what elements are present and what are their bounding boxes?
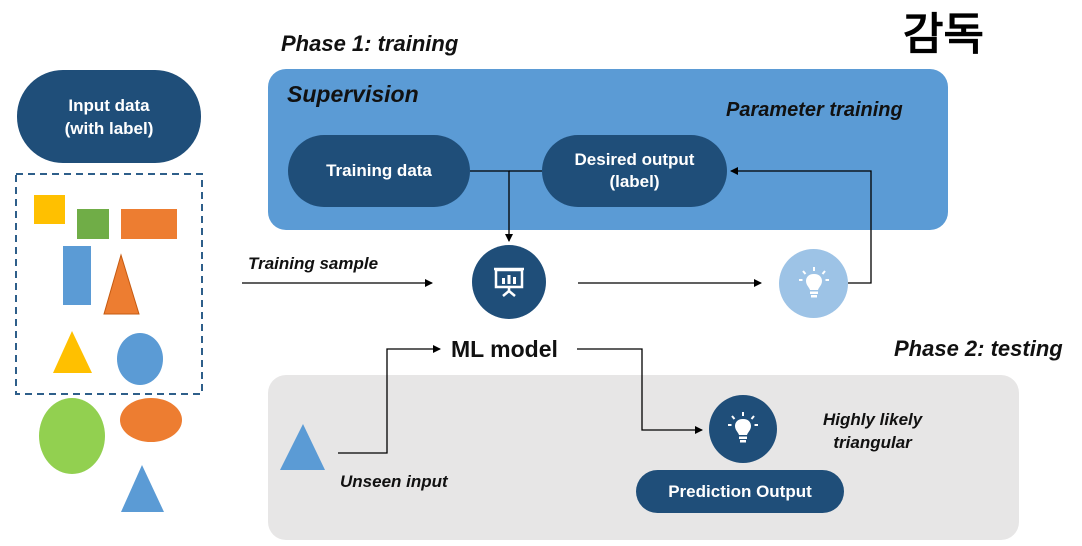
lightgreen-circle-shape: [39, 398, 105, 474]
prediction-bulb-circle: [709, 395, 777, 463]
input-samples-dashed-box: [15, 173, 203, 395]
ml-model-circle: [472, 245, 546, 319]
training-data-pill: Training data: [288, 135, 470, 207]
supervision-to-ml-arrow: [470, 170, 513, 242]
orange-ellipse-shape: [120, 398, 182, 442]
orange-triangle-shape: [103, 253, 140, 315]
yellow-square-shape: [34, 195, 65, 224]
blue-circle-shape: [117, 333, 163, 385]
orange-rectangle-shape: [121, 209, 177, 239]
green-square-shape: [77, 209, 109, 239]
prediction-result-label: Highly likely triangular: [823, 410, 923, 452]
blue-triangle-shape: [121, 465, 164, 512]
feedback-arrow: [730, 167, 872, 284]
parameter-training-label: Parameter training: [726, 99, 903, 121]
supervision-title: Supervision: [287, 81, 419, 107]
desired-output-pill: Desired output (label): [542, 135, 727, 207]
testing-box: [268, 375, 1019, 540]
presentation-chart-icon: [494, 267, 524, 297]
lightbulb-icon: [728, 412, 758, 443]
prediction-output-pill: Prediction Output: [636, 470, 844, 513]
phase2-label: Phase 2: testing: [894, 336, 1063, 361]
unseen-input-label: Unseen input: [340, 472, 448, 491]
blue-rectangle-shape: [63, 246, 91, 305]
ml-model-label: ML model: [451, 336, 558, 362]
korean-title: 감독: [903, 9, 984, 60]
ml-to-prediction-arrow: [577, 348, 703, 434]
unseen-to-ml-arrow: [338, 345, 441, 454]
training-sample-label: Training sample: [248, 254, 379, 273]
phase1-label: Phase 1: training: [281, 31, 459, 56]
training-output-bulb-circle: [779, 249, 848, 318]
lightbulb-icon: [798, 266, 829, 297]
unseen-input-triangle: [280, 424, 325, 470]
input-data-pill: Input data (with label): [17, 70, 201, 163]
yellow-triangle-shape: [53, 331, 92, 373]
